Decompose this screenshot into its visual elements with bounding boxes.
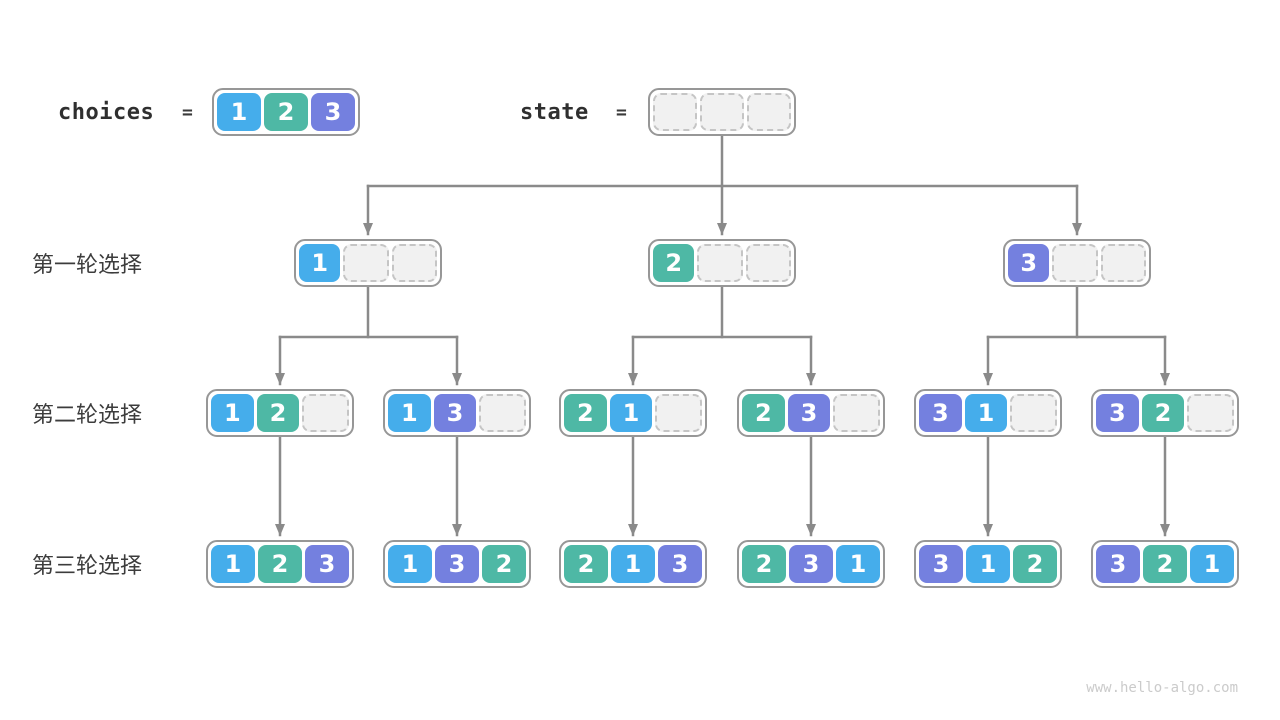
empty-slot xyxy=(747,93,791,131)
value-cell-2: 2 xyxy=(264,93,308,131)
choices-equals-sign: = xyxy=(182,101,194,123)
value-cell-3: 3 xyxy=(919,545,963,583)
value-cell-3: 3 xyxy=(305,545,349,583)
value-cell-3: 3 xyxy=(1008,244,1050,282)
value-cell-3: 3 xyxy=(433,394,477,432)
value-cell-2: 2 xyxy=(482,545,526,583)
empty-slot xyxy=(655,394,703,432)
round1-node-0: 1 xyxy=(294,239,442,287)
value-cell-1: 1 xyxy=(964,394,1008,432)
value-cell-2: 2 xyxy=(1013,545,1057,583)
value-cell-3: 3 xyxy=(789,545,833,583)
empty-slot xyxy=(302,394,350,432)
value-cell-1: 1 xyxy=(1190,545,1234,583)
empty-slot xyxy=(391,244,437,282)
value-cell-2: 2 xyxy=(1141,394,1185,432)
value-cell-2: 2 xyxy=(742,545,786,583)
value-cell-3: 3 xyxy=(1096,394,1139,432)
value-cell-2: 2 xyxy=(1143,545,1187,583)
value-cell-3: 3 xyxy=(1096,545,1140,583)
empty-slot xyxy=(1010,394,1058,432)
value-cell-1: 1 xyxy=(388,394,431,432)
empty-slot xyxy=(1100,244,1146,282)
round1-node-1: 2 xyxy=(648,239,796,287)
value-cell-2: 2 xyxy=(256,394,300,432)
empty-slot xyxy=(343,244,389,282)
value-cell-2: 2 xyxy=(742,394,785,432)
empty-slot xyxy=(653,93,697,131)
row-label-round-2: 第二轮选择 xyxy=(32,402,143,427)
value-cell-1: 1 xyxy=(211,394,254,432)
value-cell-2: 2 xyxy=(258,545,302,583)
choices-label: choices xyxy=(58,99,155,125)
empty-slot xyxy=(479,394,527,432)
value-cell-3: 3 xyxy=(787,394,831,432)
empty-slot xyxy=(745,244,791,282)
state-label: state xyxy=(520,99,589,125)
round1-node-2: 3 xyxy=(1003,239,1151,287)
value-cell-1: 1 xyxy=(211,545,255,583)
value-cell-1: 1 xyxy=(966,545,1010,583)
value-cell-3: 3 xyxy=(311,93,355,131)
value-cell-2: 2 xyxy=(564,545,608,583)
empty-slot xyxy=(1052,244,1098,282)
value-cell-3: 3 xyxy=(435,545,479,583)
row-label-round-1: 第一轮选择 xyxy=(32,252,143,277)
empty-slot xyxy=(1187,394,1235,432)
value-cell-2: 2 xyxy=(653,244,695,282)
empty-slot xyxy=(700,93,744,131)
value-cell-1: 1 xyxy=(217,93,261,131)
row-label-round-3: 第三轮选择 xyxy=(32,553,143,578)
empty-slot xyxy=(833,394,881,432)
state-equals-sign: = xyxy=(616,101,628,123)
value-cell-2: 2 xyxy=(564,394,607,432)
value-cell-1: 1 xyxy=(299,244,341,282)
value-cell-1: 1 xyxy=(388,545,432,583)
watermark: www.hello-algo.com xyxy=(1086,680,1238,696)
value-cell-3: 3 xyxy=(658,545,702,583)
value-cell-1: 1 xyxy=(836,545,880,583)
state-array-box xyxy=(648,88,796,136)
value-cell-1: 1 xyxy=(611,545,655,583)
empty-slot xyxy=(697,244,743,282)
value-cell-1: 1 xyxy=(609,394,653,432)
value-cell-3: 3 xyxy=(919,394,962,432)
